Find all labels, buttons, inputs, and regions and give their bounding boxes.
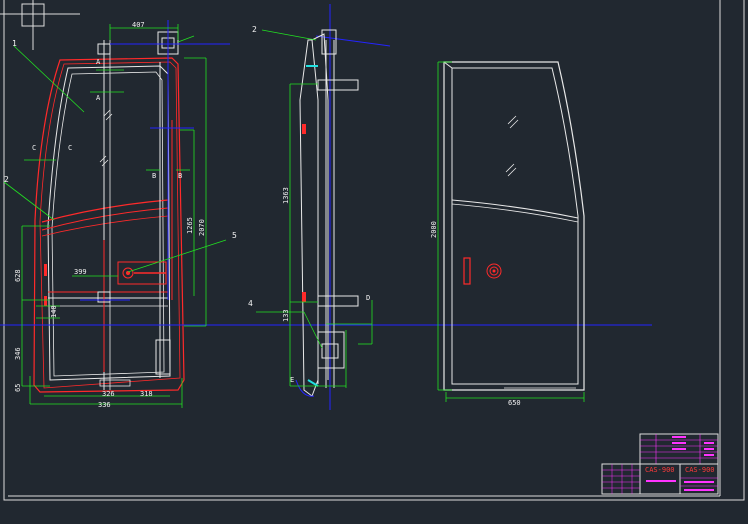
section-mark-d: D <box>366 294 370 302</box>
callout-1: 1 <box>12 39 17 48</box>
dim-bottom-total: 336 <box>98 401 111 409</box>
section-mark-b-left: B <box>152 172 156 180</box>
callout-5: 5 <box>232 231 237 240</box>
section-mark-c-right: C <box>68 144 72 152</box>
section-mark-a-top: A <box>96 58 101 66</box>
dim-bottom-a: 326 <box>102 390 115 398</box>
section-mark-e: E <box>290 376 294 384</box>
section-marks: A A C C B B D E <box>32 58 370 384</box>
dim-side-small: 133 <box>282 309 290 322</box>
dim-top-width: 407 <box>132 21 145 29</box>
exterior-dimension-lines <box>437 61 585 402</box>
drawing-frame <box>3 0 745 501</box>
section-mark-a-mid: A <box>96 94 101 102</box>
ucs-crosshair-icon <box>0 0 80 50</box>
dim-height-small: 140 <box>50 305 58 318</box>
callout-4: 4 <box>248 299 253 308</box>
dim-handle-width: 399 <box>74 268 87 276</box>
dimension-values: 407 399 2070 1265 628 346 65 140 326 318… <box>14 21 521 409</box>
title-block: CAS-900 CAS-900 <box>601 433 719 495</box>
dim-height-upper: 1265 <box>186 217 194 234</box>
dim-height-base: 65 <box>14 384 22 392</box>
section-mark-b-right: B <box>178 172 182 180</box>
exterior-view <box>443 61 585 391</box>
dim-height-total: 2070 <box>198 219 206 236</box>
side-dimension-lines <box>256 29 373 388</box>
callout-2-side: 2 <box>252 25 257 34</box>
front-dimension-lines <box>3 24 227 408</box>
side-view <box>295 29 359 397</box>
dim-height-lower: 346 <box>14 347 22 360</box>
dim-height-middle: 628 <box>14 269 22 282</box>
dim-bottom-b: 318 <box>140 390 153 398</box>
dim-right-width: 650 <box>508 399 521 407</box>
dim-right-height: 2000 <box>430 221 438 238</box>
section-mark-c-left: C <box>32 144 36 152</box>
dim-side-height: 1363 <box>282 187 290 204</box>
title-drawing-no: CAS-900 <box>685 466 715 474</box>
title-drawing-name: CAS-900 <box>645 466 675 474</box>
front-view <box>33 22 185 393</box>
callout-2-left: 2 <box>4 175 9 184</box>
callouts: 1 2 2 4 5 <box>4 25 257 308</box>
